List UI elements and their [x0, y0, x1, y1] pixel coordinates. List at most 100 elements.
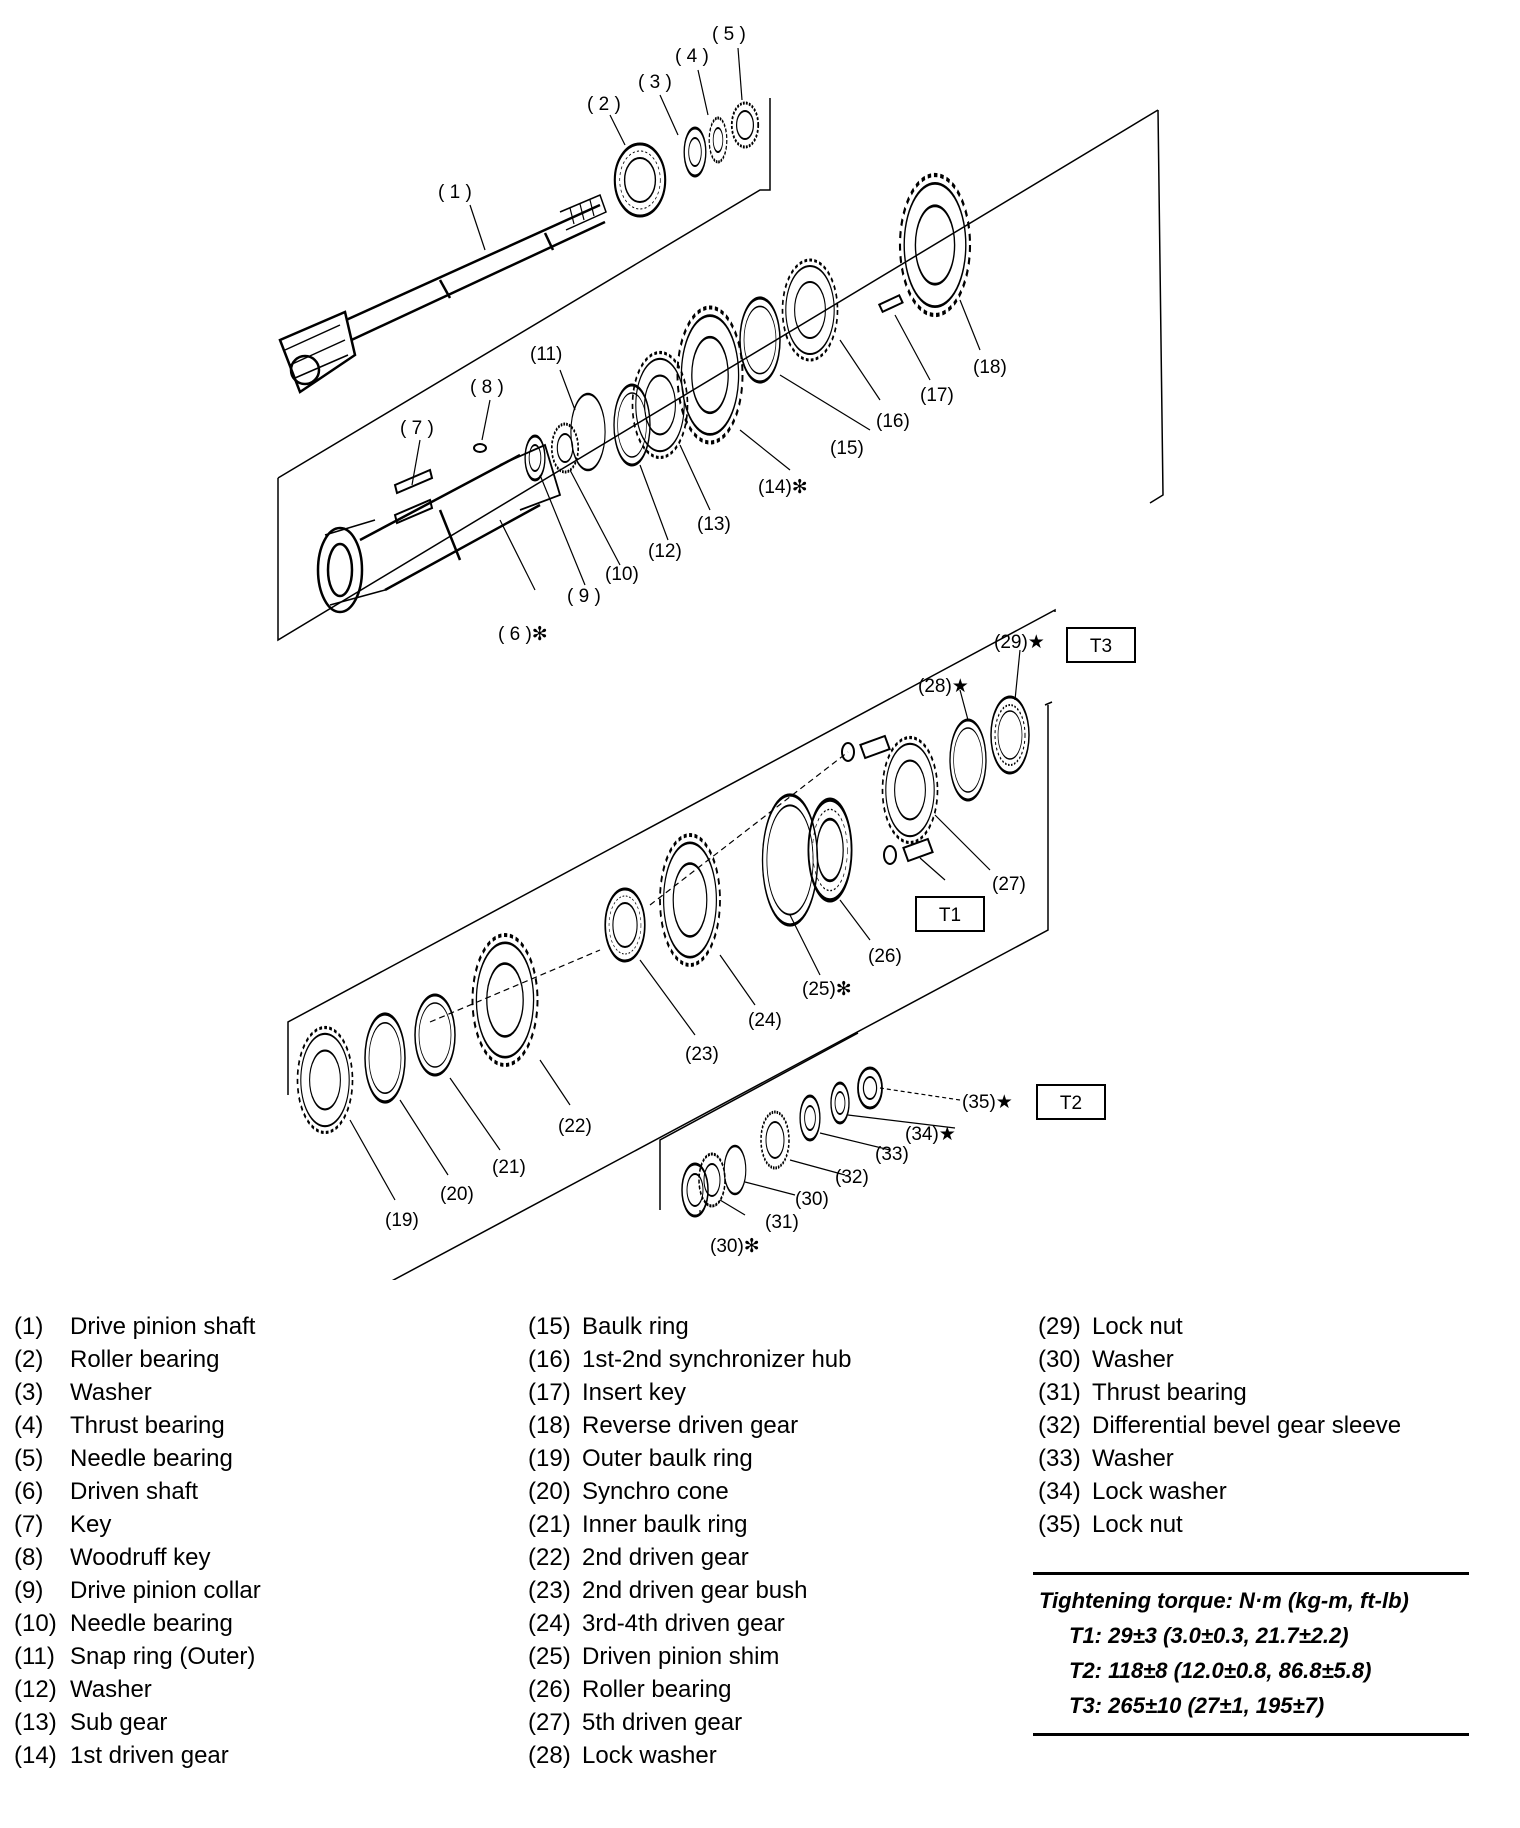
legend-column-2: (15)Baulk ring (16)1st-2nd synchronizer … — [528, 1310, 851, 1772]
legend-item: (22)2nd driven gear — [528, 1544, 749, 1571]
callout-23: (23) — [685, 1044, 719, 1065]
sub-gear-13 — [630, 350, 690, 460]
legend-item: (2)Roller bearing — [14, 1346, 220, 1373]
upper-assembly-frame — [277, 98, 1164, 642]
legend-item: (34)Lock washer — [1038, 1478, 1227, 1505]
thrust-bearing-4 — [708, 116, 728, 164]
callout-18: (18) — [973, 357, 1007, 378]
legend-item: (13)Sub gear — [14, 1709, 168, 1736]
legend-item: (15)Baulk ring — [528, 1313, 689, 1340]
drive-pinion-collar-9 — [524, 434, 546, 482]
washer-30a — [723, 1144, 747, 1196]
callout-12: (12) — [648, 541, 682, 562]
washer-33 — [799, 1094, 821, 1142]
callout-17: (17) — [920, 385, 954, 406]
lock-nut-35 — [857, 1066, 883, 1110]
callout-9: ( 9 ) — [567, 586, 601, 607]
legend-item: (5)Needle bearing — [14, 1445, 233, 1472]
bevel-gear-sleeve-32 — [760, 1110, 790, 1170]
legend-item: (20)Synchro cone — [528, 1478, 729, 1505]
legend-item: (21)Inner baulk ring — [528, 1511, 748, 1538]
woodruff-key-8 — [473, 443, 487, 453]
legend-item: (7)Key — [14, 1511, 112, 1538]
callout-32: (32) — [835, 1167, 869, 1188]
callout-16: (16) — [876, 411, 910, 432]
drive-pinion-shaft — [278, 193, 607, 394]
legend-item: (10)Needle bearing — [14, 1610, 233, 1637]
torque-tag-t2: T2 — [1036, 1084, 1106, 1120]
second-driven-gear-22 — [470, 933, 540, 1067]
callout-34: (34)★ — [905, 1124, 956, 1145]
torque-tag-t1: T1 — [915, 896, 985, 932]
legend-item: (14)1st driven gear — [14, 1742, 229, 1769]
legend-item: (9)Drive pinion collar — [14, 1577, 261, 1604]
callout-31: (31) — [765, 1212, 799, 1233]
callout-21: (21) — [492, 1157, 526, 1178]
washer-3 — [683, 126, 707, 178]
svg-text:T1: T1 — [939, 905, 961, 926]
svg-text:T2: T2 — [1060, 1093, 1082, 1114]
callout-14: (14)✻ — [758, 477, 808, 498]
legend-item: (3)Washer — [14, 1379, 152, 1406]
callout-6: ( 6 )✻ — [498, 624, 548, 645]
roller-bearing-26 — [808, 800, 851, 901]
baulk-ring-15 — [738, 296, 782, 384]
legend-item: (6)Driven shaft — [14, 1478, 199, 1505]
callout-5: ( 5 ) — [712, 24, 746, 45]
callout-25: (25)✻ — [802, 979, 852, 1000]
legend-item: (8)Woodruff key — [14, 1544, 211, 1571]
needle-bearing-10 — [550, 422, 580, 474]
lock-nut-29 — [990, 695, 1030, 775]
callout-28: (28)★ — [918, 676, 969, 697]
third-fourth-driven-gear-24 — [658, 833, 722, 967]
legend-item: (35)Lock nut — [1038, 1511, 1183, 1538]
callout-35: (35)★ — [962, 1092, 1013, 1113]
callout-11: (11) — [530, 344, 562, 365]
callout-4: ( 4 ) — [675, 46, 709, 67]
legend-item: (23)2nd driven gear bush — [528, 1577, 808, 1604]
fifth-driven-gear-27 — [880, 735, 940, 845]
key-7 — [393, 468, 434, 525]
bolts — [841, 734, 934, 865]
roller-bearing-2 — [613, 142, 667, 218]
snap-ring-11 — [570, 392, 606, 472]
legend-item: (33)Washer — [1038, 1445, 1174, 1472]
legend-item: (28)Lock washer — [528, 1742, 717, 1769]
callout-13: (13) — [697, 514, 731, 535]
callout-8: ( 8 ) — [470, 377, 504, 398]
lower-assembly-frame — [287, 608, 1056, 1280]
leader-lines — [349, 47, 1021, 1216]
legend-item: (29)Lock nut — [1038, 1313, 1183, 1340]
callout-24: (24) — [748, 1010, 782, 1031]
legend-item: (25)Driven pinion shim — [528, 1643, 780, 1670]
callout-15: (15) — [830, 438, 864, 459]
legend-item: (32)Differential bevel gear sleeve — [1038, 1412, 1402, 1439]
torque-tag-t3: T3 — [1066, 627, 1136, 663]
tightening-torque-box: Tightening torque: N·m (kg-m, ft-lb) T1:… — [1033, 1572, 1469, 1736]
callout-19: (19) — [385, 1210, 419, 1231]
callout-2: ( 2 ) — [587, 94, 621, 115]
callout-1: ( 1 ) — [438, 182, 472, 203]
lock-washer-28 — [948, 718, 988, 802]
legend-item: (17)Insert key — [528, 1379, 687, 1406]
legend-column-3: (29)Lock nut (30)Washer (31)Thrust beari… — [1038, 1310, 1401, 1541]
second-driven-gear-bush-23 — [603, 887, 647, 963]
torque-t3: T3: 265±10 (27±1, 195±7) — [1069, 1693, 1325, 1718]
legend-item: (1)Drive pinion shaft — [14, 1313, 256, 1340]
svg-text:T3: T3 — [1090, 636, 1112, 657]
callout-27: (27) — [992, 874, 1026, 895]
thrust-bearing-31 — [698, 1152, 726, 1208]
callout-3: ( 3 ) — [638, 72, 672, 93]
torque-t1: T1: 29±3 (3.0±0.3, 21.7±2.2) — [1069, 1623, 1349, 1648]
legend-item: (26)Roller bearing — [528, 1676, 732, 1703]
legend-item: (4)Thrust bearing — [14, 1412, 225, 1439]
legend-item: (19)Outer baulk ring — [528, 1445, 753, 1472]
callout-29: (29)★ — [994, 632, 1045, 653]
callout-20: (20) — [440, 1184, 474, 1205]
legend-column-1: (1)Drive pinion shaft (2)Roller bearing … — [14, 1310, 261, 1772]
legend-item: (31)Thrust bearing — [1038, 1379, 1247, 1406]
exploded-view-diagram: ( 1 ) ( 2 ) ( 3 ) ( 4 ) ( 5 ) ( 6 )✻ ( 7… — [277, 24, 1164, 1280]
legend-item: (27)5th driven gear — [528, 1709, 743, 1736]
needle-bearing-5 — [730, 101, 760, 149]
washer-30b — [681, 1162, 709, 1218]
